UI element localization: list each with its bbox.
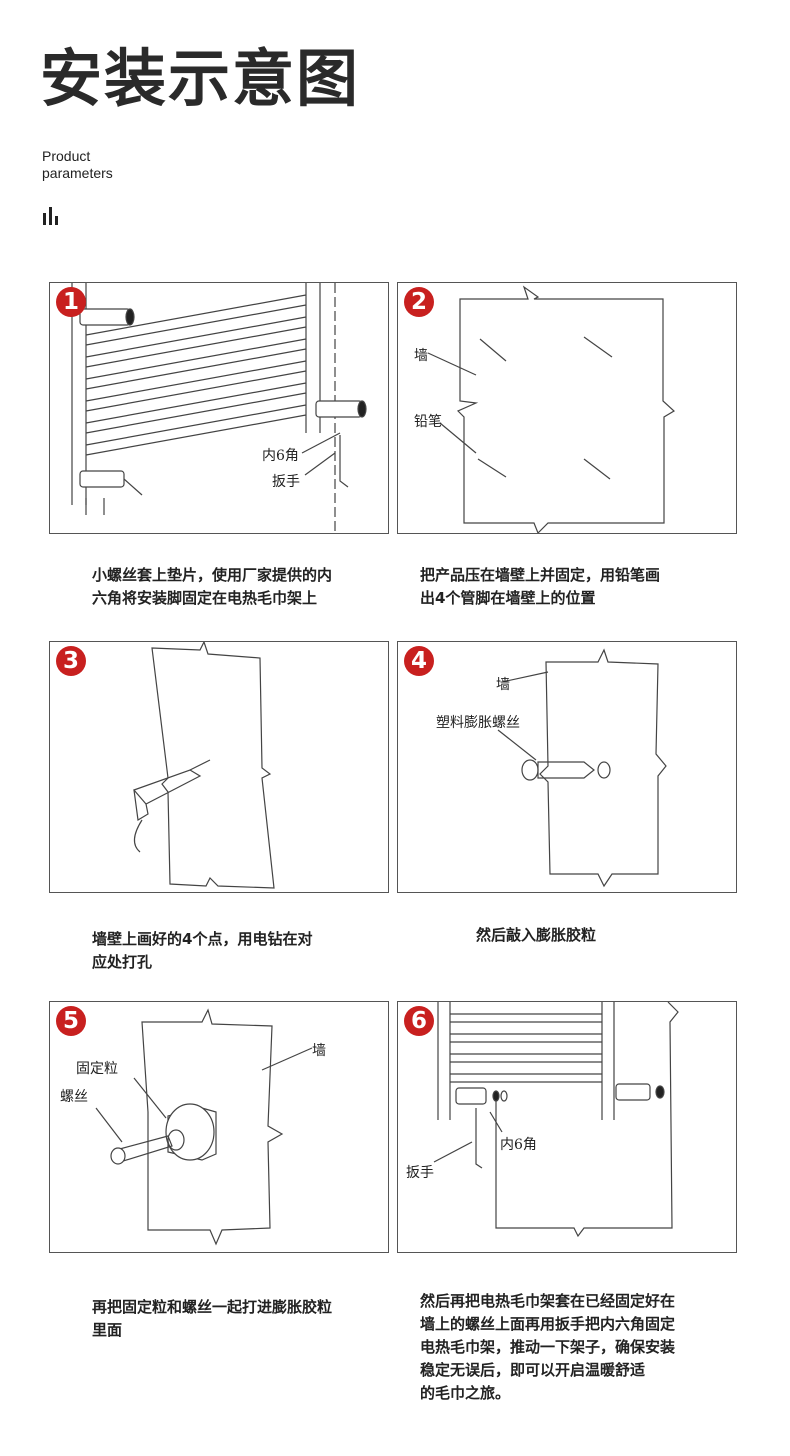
subtitle-line-1: Product bbox=[42, 148, 91, 164]
page-title: 安装示意图 bbox=[40, 42, 361, 115]
step-6-panel: 6 内6角 扳手 bbox=[397, 1001, 737, 1253]
caption-line: 电热毛巾架，推动一下架子，确保安装 bbox=[420, 1338, 676, 1356]
step-1-panel: 1 内6角 扳手 bbox=[49, 282, 389, 534]
step-3-badge: 3 bbox=[56, 646, 86, 676]
step-6-label-wrench: 扳手 bbox=[406, 1165, 434, 1181]
step-5-panel: 5 墙 固定粒 螺丝 bbox=[49, 1001, 389, 1253]
subtitle-line-2: parameters bbox=[42, 165, 113, 181]
step-5-label-plug: 固定粒 bbox=[76, 1061, 118, 1077]
caption-line: 的毛巾之旅。 bbox=[420, 1384, 511, 1402]
caption-line: 再把固定粒和螺丝一起打进膨胀胶粒 bbox=[92, 1298, 333, 1316]
step-2-label-wall: 墙 bbox=[414, 348, 428, 364]
step-4-label-anchor: 塑料膨胀螺丝 bbox=[436, 715, 520, 731]
caption-line: 把产品压在墙壁上并固定，用铅笔画 bbox=[420, 566, 661, 584]
step-6-caption: 然后再把电热毛巾架套在已经固定好在 墙上的螺丝上面再用扳手把内六角固定 电热毛巾… bbox=[420, 1290, 675, 1405]
step-1-badge: 1 bbox=[56, 287, 86, 317]
step-1-caption: 小螺丝套上垫片，使用厂家提供的内 六角将安装脚固定在电热毛巾架上 bbox=[92, 564, 332, 610]
step-4-panel: 4 墙 塑料膨胀螺丝 bbox=[397, 641, 737, 893]
step-5-label-screw: 螺丝 bbox=[60, 1089, 88, 1105]
step-2-badge: 2 bbox=[404, 287, 434, 317]
caption-line: 墙上的螺丝上面再用扳手把内六角固定 bbox=[420, 1315, 676, 1333]
step-6-badge: 6 bbox=[404, 1006, 434, 1036]
caption-line: 应处打孔 bbox=[92, 953, 153, 971]
step-3-caption: 墙壁上画好的4个点，用电钻在对 应处打孔 bbox=[92, 928, 312, 974]
step-5-badge: 5 bbox=[56, 1006, 86, 1036]
step-4-badge: 4 bbox=[404, 646, 434, 676]
step-5-label-wall: 墙 bbox=[312, 1043, 326, 1059]
caption-line: 然后敲入膨胀胶粒 bbox=[476, 926, 597, 944]
caption-line: 六角将安装脚固定在电热毛巾架上 bbox=[92, 589, 318, 607]
step-3-illustration bbox=[132, 642, 275, 889]
caption-line: 小螺丝套上垫片，使用厂家提供的内 bbox=[92, 566, 333, 584]
step-5-illustration bbox=[95, 1008, 313, 1246]
step-4-illustration bbox=[497, 648, 667, 888]
caption-line: 出4个管脚在墙壁上的位置 bbox=[420, 589, 596, 607]
caption-line: 稳定无误后，即可以开启温暖舒适 bbox=[420, 1361, 646, 1379]
caption-line: 里面 bbox=[92, 1321, 123, 1339]
caption-line: 然后再把电热毛巾架套在已经固定好在 bbox=[420, 1292, 676, 1310]
caption-line: 墙壁上画好的4个点，用电钻在对 bbox=[92, 930, 313, 948]
step-2-panel: 2 墙 铅笔 bbox=[397, 282, 737, 534]
step-6-label-hex: 内6角 bbox=[500, 1137, 537, 1153]
step-5-caption: 再把固定粒和螺丝一起打进膨胀胶粒 里面 bbox=[92, 1296, 332, 1342]
bars-icon bbox=[43, 207, 58, 225]
step-1-label-hex: 内6角 bbox=[262, 448, 299, 464]
step-2-caption: 把产品压在墙壁上并固定，用铅笔画 出4个管脚在墙壁上的位置 bbox=[420, 564, 660, 610]
step-1-label-wrench: 扳手 bbox=[272, 474, 300, 490]
step-4-label-wall: 墙 bbox=[496, 677, 510, 693]
step-6-illustration bbox=[433, 1002, 679, 1238]
step-3-panel: 3 bbox=[49, 641, 389, 893]
step-4-caption: 然后敲入膨胀胶粒 bbox=[476, 924, 596, 947]
step-2-label-pencil: 铅笔 bbox=[414, 414, 442, 430]
page-subtitle: Product parameters bbox=[42, 148, 113, 182]
step-2-illustration bbox=[427, 285, 676, 533]
step-1-illustration bbox=[71, 283, 367, 533]
